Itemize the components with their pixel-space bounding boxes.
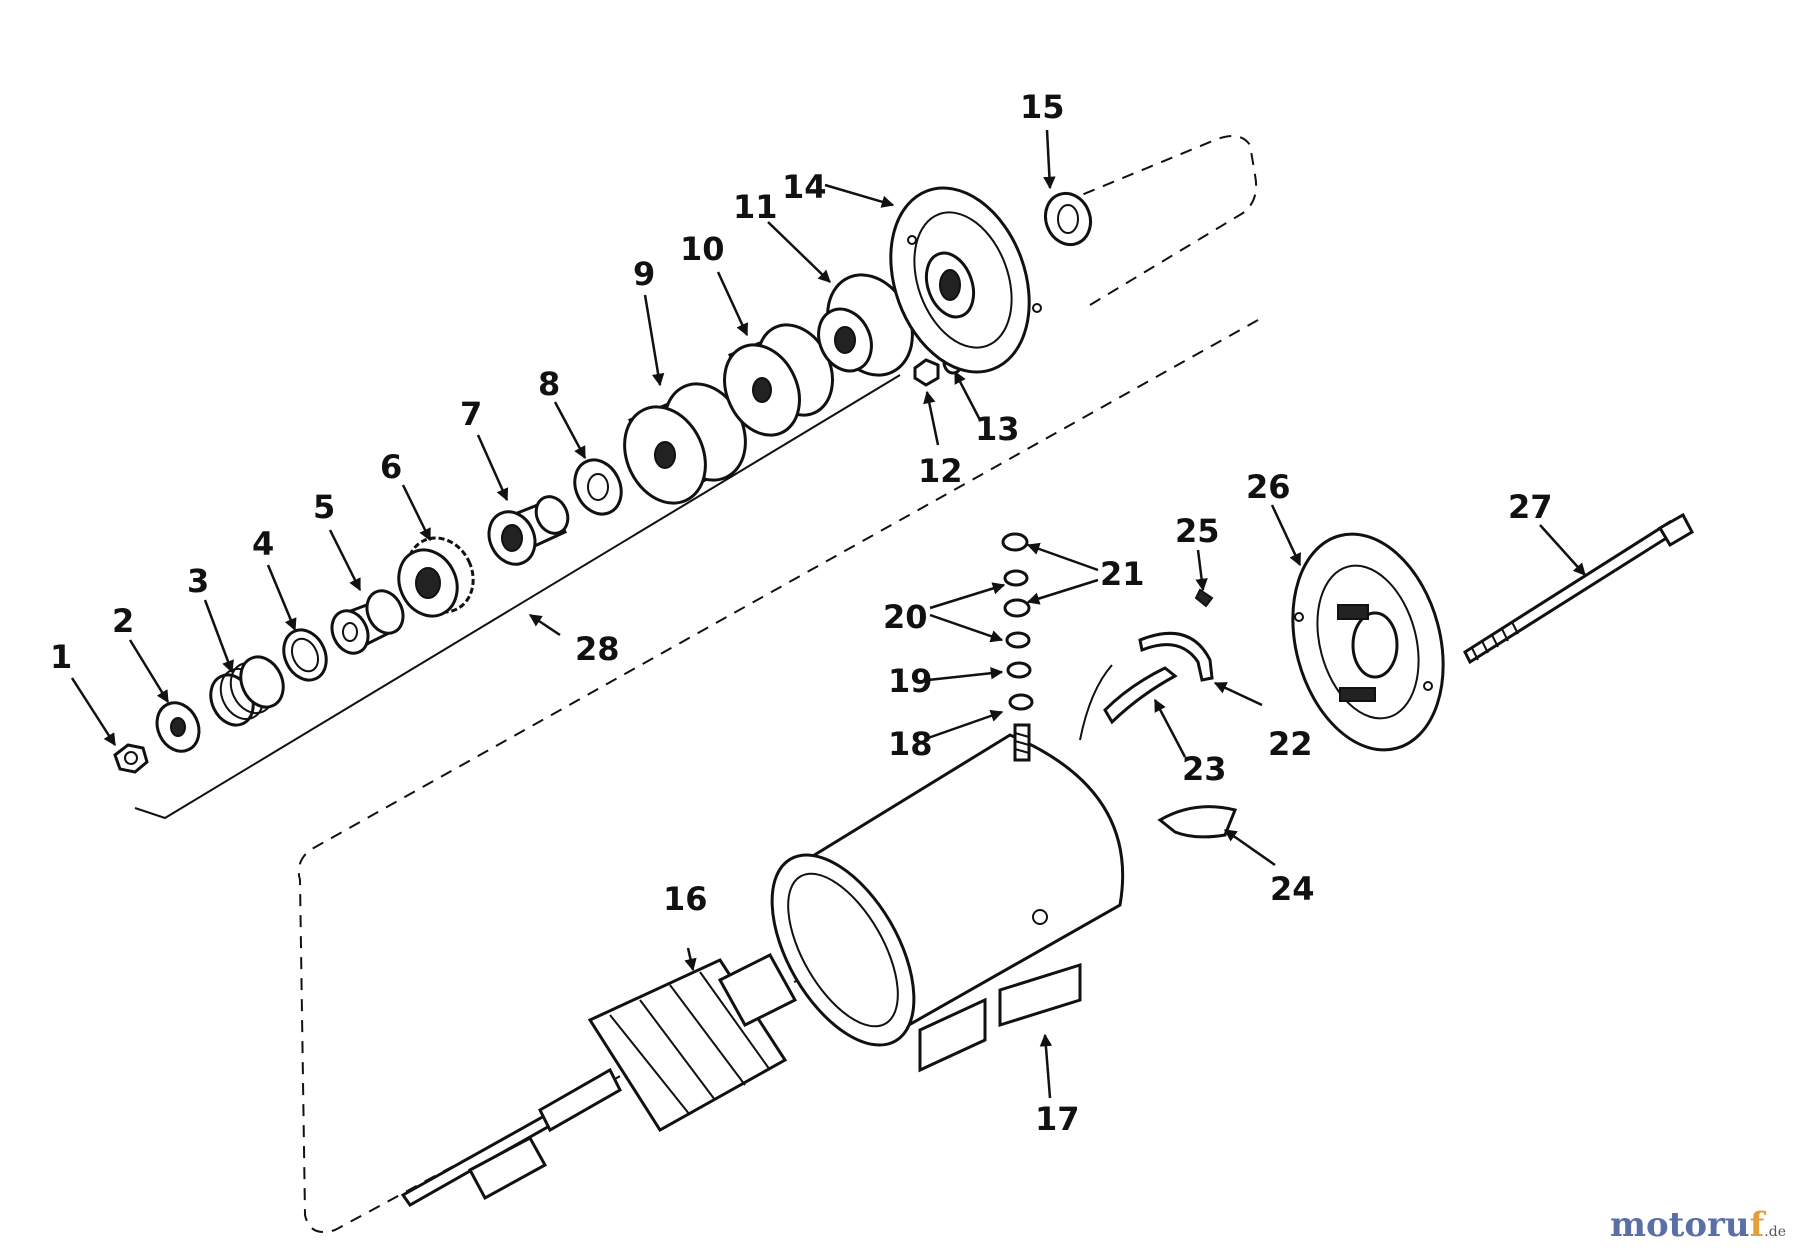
callout-1: 1 [50, 638, 72, 676]
nut-part [113, 743, 149, 774]
watermark-brand: motoru [1609, 1205, 1750, 1245]
terminal-stud-part [1013, 723, 1031, 762]
assembly-dashed-outline [297, 135, 1259, 1234]
armature-part [400, 953, 798, 1207]
motor-frame-part [770, 733, 1125, 1073]
commutator-end-plate-part [1291, 532, 1445, 752]
callout-28: 28 [575, 630, 620, 668]
callout-21: 21 [1100, 555, 1145, 593]
callout-3: 3 [187, 562, 209, 600]
lead-wire-part [1138, 631, 1214, 682]
small-nut-part [913, 358, 940, 387]
callout-7: 7 [460, 395, 482, 433]
thrust-washer-part [573, 458, 623, 516]
pinion-gear-part [397, 536, 475, 618]
brush-part [1103, 666, 1178, 725]
watermark-tld: .de [1764, 1224, 1786, 1240]
callout-5: 5 [313, 488, 335, 526]
callout-26: 26 [1246, 468, 1291, 506]
small-screw-part [1194, 588, 1214, 608]
end-washer-part [1043, 191, 1093, 247]
watermark-accent: f [1749, 1205, 1765, 1245]
leader-lines [70, 129, 1586, 1099]
callout-13: 13 [975, 410, 1020, 448]
callout-10: 10 [680, 230, 725, 268]
callout-16: 16 [663, 880, 708, 918]
callout-18: 18 [888, 725, 933, 763]
callout-27: 27 [1508, 488, 1553, 526]
bushing-housing-part [817, 273, 914, 377]
callout-6: 6 [380, 448, 402, 486]
callout-23: 23 [1182, 750, 1227, 788]
callout-11: 11 [733, 188, 778, 226]
brush-wire-part [1079, 664, 1113, 741]
callout-8: 8 [538, 365, 560, 403]
callout-22: 22 [1268, 725, 1313, 763]
callout-4: 4 [252, 525, 274, 563]
drive-assembly-bracket [134, 374, 901, 820]
callout-19: 19 [888, 662, 933, 700]
callout-14: 14 [782, 168, 827, 206]
washer-part [155, 701, 201, 753]
terminal-hardware-stack [1001, 532, 1034, 711]
drive-shaft-part [487, 495, 570, 566]
sleeve-part [330, 589, 405, 655]
drive-end-plate-part [889, 186, 1042, 374]
brush-clip-part [1157, 805, 1238, 839]
drum-part [623, 382, 747, 505]
callout-24: 24 [1270, 870, 1315, 908]
spring-part [209, 655, 285, 727]
callout-20: 20 [883, 598, 928, 636]
through-bolt-part [1463, 512, 1694, 665]
callout-15: 15 [1020, 88, 1065, 126]
cup-part [723, 323, 834, 437]
callout-17: 17 [1035, 1100, 1080, 1138]
callout-2: 2 [112, 602, 134, 640]
callout-25: 25 [1175, 512, 1220, 550]
watermark-logo: motoruf.de [1610, 1205, 1786, 1245]
callout-9: 9 [633, 255, 655, 293]
callout-12: 12 [918, 452, 963, 490]
ring-part [282, 628, 328, 682]
